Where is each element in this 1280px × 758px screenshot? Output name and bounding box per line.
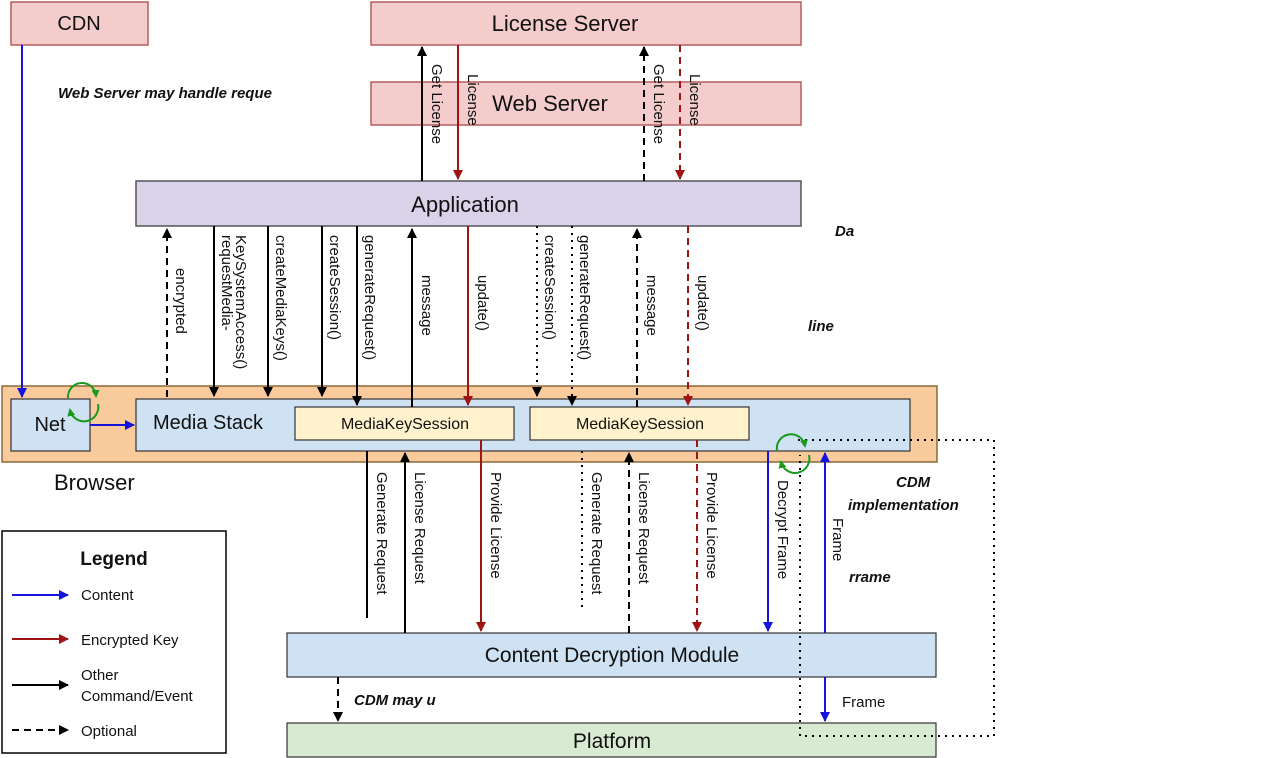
- web-server-note: Web Server may handle reque: [58, 85, 272, 102]
- generate-request-label-1: generateRequest(): [361, 235, 378, 360]
- provide-license-label-1: Provide License: [487, 472, 504, 579]
- platform-label: Platform: [573, 730, 651, 753]
- request-media-label-2: KeySystemAccess(): [232, 235, 249, 369]
- get-license-label-2: Get License: [650, 64, 667, 144]
- generate-request-cdm-label-1: Generate Request: [373, 472, 390, 595]
- media-stack-box: [135, 398, 911, 452]
- request-media-label-1: requestMedia-: [218, 235, 235, 331]
- update-label-2: update(): [694, 275, 711, 331]
- encrypted-label: encrypted: [172, 268, 189, 334]
- media-key-session-2-label: MediaKeySession: [576, 416, 704, 433]
- frame-note: rrame: [849, 569, 891, 586]
- decrypt-frame-label: Decrypt Frame: [774, 480, 791, 579]
- message-label-1: message: [418, 275, 435, 336]
- platform-box: Platform: [286, 722, 937, 758]
- license-server-label: License Server: [492, 11, 639, 36]
- net-cycle-icon: [66, 381, 100, 423]
- cdm-cycle-icon: [775, 433, 811, 474]
- browser-box: Net Media Stack MediaKeySession MediaKey…: [1, 385, 938, 463]
- cdm-may-note: CDM may u: [354, 692, 436, 709]
- web-server-box: Web Server: [370, 81, 802, 126]
- legend-optional-label: Optional: [81, 723, 137, 740]
- provide-license-label-2: Provide License: [703, 472, 720, 579]
- media-stack-label: Media Stack: [153, 412, 264, 434]
- legend-other-label-2: Command/Event: [81, 688, 194, 705]
- license-label-2: License: [686, 74, 703, 126]
- media-key-session-2: [529, 406, 750, 441]
- application-label: Application: [411, 192, 519, 217]
- web-server-label: Web Server: [492, 91, 608, 116]
- net-box: [10, 398, 91, 452]
- license-label-1: License: [464, 74, 481, 126]
- legend-encrypted-key-label: Encrypted Key: [81, 632, 179, 649]
- cdn-label: CDN: [57, 13, 100, 35]
- create-session-label-1: createSession(): [326, 235, 343, 340]
- frame-down-label: Frame: [842, 694, 885, 711]
- update-label-1: update(): [474, 275, 491, 331]
- media-key-session-1-label: MediaKeySession: [341, 416, 469, 433]
- net-label: Net: [34, 414, 66, 436]
- get-license-label-1: Get License: [428, 64, 445, 144]
- cdm-label: Content Decryption Module: [485, 644, 739, 667]
- cdm-box: Content Decryption Module: [286, 632, 937, 678]
- generate-request-cdm-label-2: Generate Request: [588, 472, 605, 595]
- license-server-box: License Server: [370, 1, 802, 46]
- browser-label: Browser: [54, 470, 135, 495]
- legend: Legend Content Encrypted Key Other Comma…: [1, 530, 227, 754]
- application-box: Application: [135, 180, 802, 227]
- cdm-implementation-note-2: implementation: [848, 497, 959, 514]
- license-request-label-2: License Request: [635, 472, 652, 585]
- cdn-box: CDN: [10, 1, 149, 46]
- create-media-keys-label: createMediaKeys(): [272, 235, 289, 361]
- frame-up-label: Frame: [829, 518, 846, 561]
- legend-other-label-1: Other: [81, 667, 119, 684]
- generate-request-label-2: generateRequest(): [576, 235, 593, 360]
- license-request-label-1: License Request: [411, 472, 428, 585]
- da-note: Da: [835, 223, 854, 240]
- create-session-label-2: createSession(): [541, 235, 558, 340]
- line-note: line: [808, 318, 834, 335]
- cdm-implementation-note-1: CDM: [896, 474, 931, 491]
- legend-content-label: Content: [81, 587, 134, 604]
- message-label-2: message: [643, 275, 660, 336]
- legend-title: Legend: [80, 549, 148, 570]
- cdm-implementation-outline: [798, 439, 995, 737]
- media-key-session-1: [294, 406, 515, 441]
